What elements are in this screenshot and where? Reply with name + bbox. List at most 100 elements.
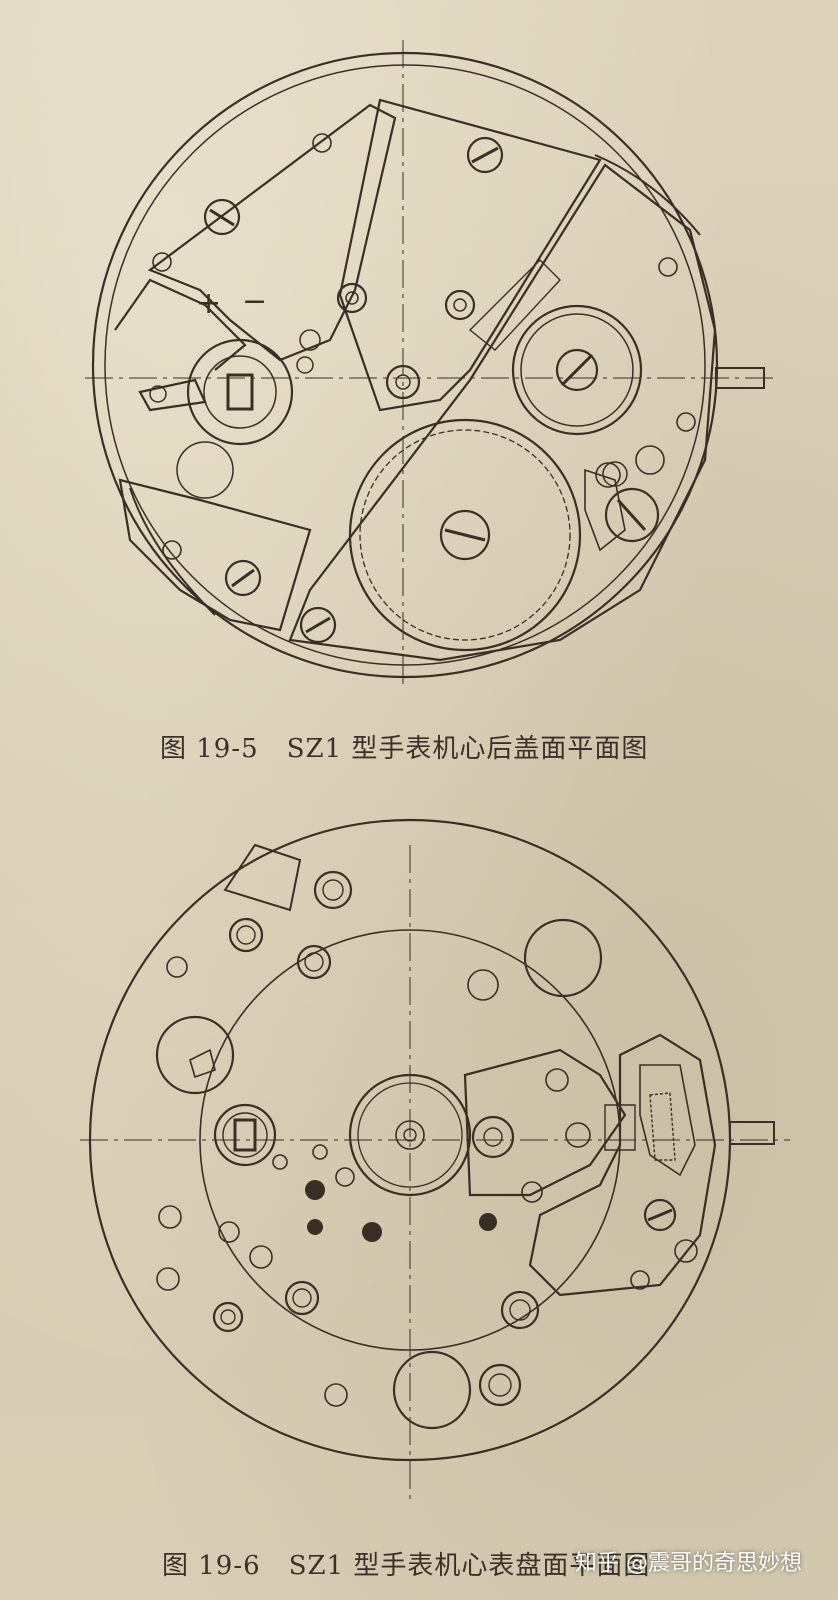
jewel-g [212,1301,244,1333]
balance-wheel-inner [203,355,277,429]
click-pivot [602,461,628,487]
hole-3 [658,257,678,277]
dial-hole-6 [249,1245,273,1269]
dial-jewel-dot-1 [305,1180,325,1200]
bridge-screw-4-slot [305,616,331,634]
dial-hole-5 [218,1221,240,1243]
regulator-arm [138,378,207,412]
regulator-minus-mark: − [242,284,267,319]
jewel-d [284,1280,320,1316]
dial-hole-4 [156,1267,180,1291]
center-pivot-core [395,374,411,390]
figure-19-6-title: SZ1 型手表机心表盘面平面图 [288,1551,651,1581]
winding-pinion [604,1104,636,1151]
center-pivot [385,364,421,400]
figure-19-6-caption: 图 19-6 SZ1 型手表机心表盘面平面图 [0,1545,838,1582]
click-screw [604,487,660,543]
setting-lever-plate [528,1033,717,1297]
dial-hole-10 [335,1167,355,1187]
inner-plate-edge [104,64,706,666]
setting-hole-3 [521,1181,543,1203]
cannon-pinion [395,1120,425,1150]
dial-hole-2 [467,969,499,1001]
jewel-b [228,917,264,953]
setting-lever-screw-slot [647,1208,673,1222]
jewel-pivot-1-core [345,291,359,305]
setting-hole-4 [674,1239,698,1263]
figure-19-5-caption: 图 19-5 SZ1 型手表机心后盖面平面图 [0,728,838,765]
movement-dial-drawing [80,818,790,1505]
plate-notch-1 [594,154,701,236]
crown-wheel-screw [555,348,599,392]
dial-hole-3 [158,1205,182,1229]
setting-wheel-bridge [463,1048,627,1197]
setting-lever-screw [643,1198,677,1232]
center-arbor [403,1128,417,1142]
hole-1 [312,133,332,153]
escape-pivot [296,356,314,374]
bridge-screw-2 [466,136,504,174]
dial-hole-7 [324,1383,348,1407]
jewel-a [313,870,353,910]
yoke [639,1064,696,1177]
jewel-e-core [488,1373,512,1397]
dial-plate-notch-top [223,843,302,912]
setting-hole-5 [630,1270,650,1290]
ratchet-screw [439,509,491,561]
third-wheel-sector [468,259,561,351]
regulator-stud [149,385,167,403]
jewel-a-core [322,879,344,901]
dial-jewel-dot-4 [307,1219,323,1235]
minute-wheel-pivot [483,1127,503,1147]
opening-left-stud [189,1048,216,1079]
jewel-d-core [292,1288,312,1308]
pallet-pivot [299,329,321,351]
dial-winding-stem [729,1121,775,1145]
hole-2 [152,252,172,272]
dial-hole-1 [166,956,188,978]
bridge-screw-1 [203,198,241,236]
hour-wheel [348,1073,472,1197]
bridge-screw-2-slot [471,146,499,164]
balance-jewel-ring [222,1112,268,1158]
figure-19-6-number: 图 19-6 [162,1551,261,1581]
figure-19-5-title: SZ1 型手表机心后盖面平面图 [286,734,649,764]
jewel-c [296,944,332,980]
bridge-screw-3 [224,559,262,597]
barrel-bridge [288,163,717,662]
lower-left-bridge [118,478,312,632]
jewel-g-core [220,1309,236,1325]
hour-wheel-inner [357,1082,463,1188]
minute-wheel [471,1115,515,1159]
clutch-wheel [649,1092,676,1161]
opening-bottom [392,1350,472,1430]
click-spring [584,468,626,552]
ratchet-wheel-teeth [359,429,571,641]
crown-wheel-inner [520,313,634,427]
jewel-pivot-2 [444,289,476,321]
regulator-plus-mark: + [196,286,221,321]
train-wheel-bridge [338,98,602,412]
jewel-f [500,1290,540,1330]
crown-wheel [511,304,643,436]
hole-4 [676,412,696,432]
bridge-screw-1-slot [209,208,235,227]
outer-plate-edge [91,51,719,679]
figure-19-5-number: 图 19-5 [160,734,259,764]
setting-hole-2 [565,1122,591,1148]
ratchet-screw-slot [444,528,486,542]
jewel-f-core [509,1299,531,1321]
crown-wheel-screw-slot [560,353,594,387]
balance-wheel-rim [186,338,294,446]
dial-jewel-dot-2 [362,1222,382,1242]
dial-hole-9 [272,1154,288,1170]
bridge-screw-3-slot [231,568,255,588]
jewel-pivot-2-core [453,298,467,312]
opening-left [155,1015,235,1095]
jewel-pivot-1 [336,282,368,314]
jewel-b-core [236,925,256,945]
figure-19-6-dial-plan [0,815,838,1510]
balance-jewel-core [233,1118,257,1152]
opening-top-right [523,918,603,998]
ratchet-wheel [348,418,582,652]
